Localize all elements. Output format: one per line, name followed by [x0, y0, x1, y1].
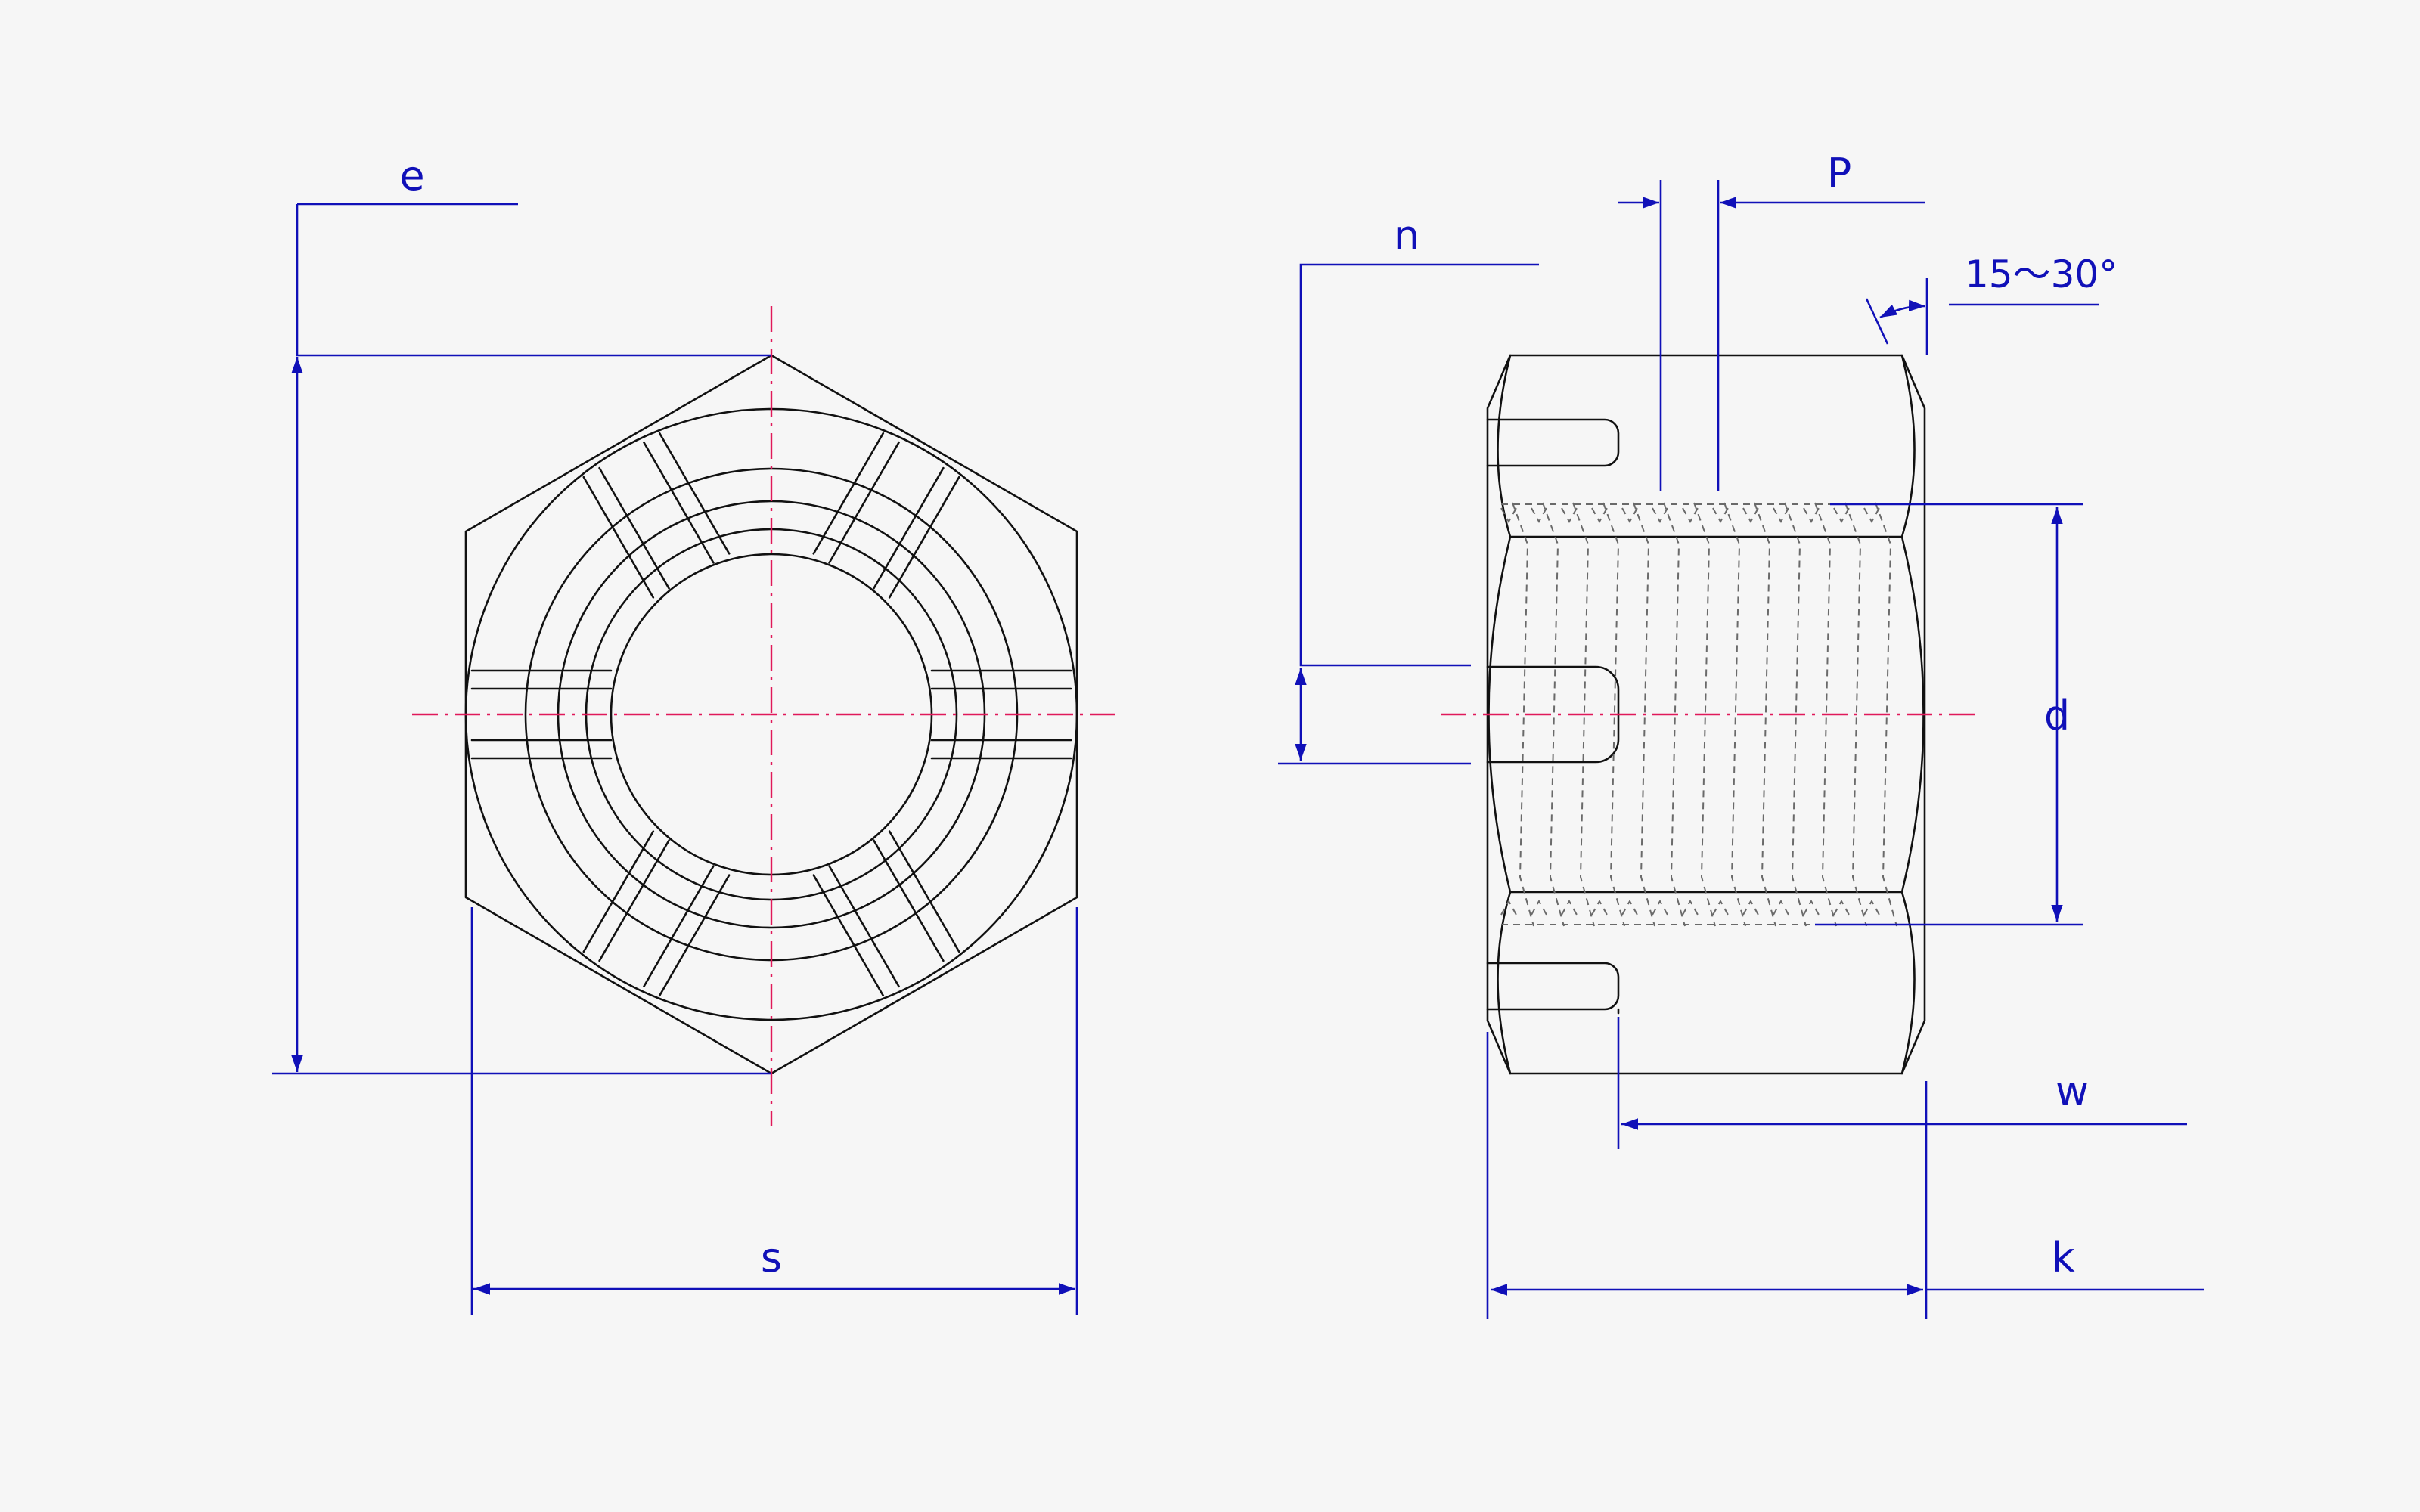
dimension-P: P [1618, 150, 1925, 491]
slot-edge-line [888, 476, 960, 599]
thread-line [1844, 502, 1867, 927]
thread-crest [1591, 507, 1608, 916]
thread-line [1814, 502, 1837, 927]
slot-edge-line [582, 476, 655, 599]
thread-line [1663, 502, 1686, 927]
slot-edge-line [888, 830, 960, 953]
side-chamfer-curve-right [1900, 354, 1916, 538]
slot-edge-line [812, 874, 885, 997]
slot-edge-line [643, 865, 715, 988]
side-view [1486, 354, 1926, 1075]
slot-edge-line [658, 874, 731, 997]
thread-crest [1561, 507, 1578, 916]
dimension-s: s [470, 907, 1078, 1315]
thread-line [1572, 502, 1595, 927]
slot-top [1486, 418, 1620, 467]
thread-line [1633, 502, 1655, 927]
dimension-angle: 15～30° [1865, 253, 2118, 355]
slot-edge-line [828, 441, 900, 564]
slot-edge-line [873, 466, 945, 590]
label-n: n [1394, 212, 1419, 259]
thread-crest [1833, 507, 1850, 916]
thread-crest [1621, 507, 1638, 916]
thread-crest [1773, 507, 1789, 916]
slot-edge-line [582, 830, 655, 953]
thread-line [1754, 502, 1776, 927]
label-angle: 15～30° [1965, 253, 2118, 296]
side-chamfer-curve-right-lower [1900, 891, 1916, 1075]
side-chamfer-curve-left-lower [1497, 891, 1512, 1075]
dimension-n: n [1278, 212, 1539, 765]
label-e: e [399, 152, 424, 200]
side-chamfer-curve-left [1497, 354, 1512, 538]
dimension-k: k [1486, 1032, 2204, 1319]
dimension-d: d [1815, 503, 2083, 926]
slot-edge-line [598, 839, 670, 962]
thread-crest [1742, 507, 1759, 916]
thread-line [1542, 502, 1565, 927]
thread-line [1693, 502, 1716, 927]
slot-edge-line [828, 865, 900, 988]
thread-line [1723, 502, 1746, 927]
label-d: d [2044, 692, 2070, 739]
thread-line [1875, 502, 1897, 927]
thread-crest [1682, 507, 1699, 916]
thread-line [1602, 502, 1625, 927]
label-P: P [1827, 150, 1852, 197]
slot-edge-line [643, 441, 715, 564]
hidden-thread-lines [1500, 502, 1906, 927]
slot-edge-line [812, 432, 885, 555]
label-w: w [2055, 1067, 2089, 1115]
thread-crest [1500, 507, 1517, 916]
dimension-w: w [1617, 1017, 2187, 1319]
thread-crest [1652, 507, 1668, 916]
label-s: s [761, 1234, 782, 1281]
slot-edge-line [598, 466, 670, 590]
slot-edge-line [658, 432, 731, 555]
dimension-e: e [272, 152, 771, 1075]
thread-line [1784, 502, 1807, 927]
thread-crest [1863, 507, 1880, 916]
slot-group [470, 432, 1072, 997]
slot-edge-line [873, 839, 945, 962]
thread-crest [1803, 507, 1820, 916]
thread-crest [1712, 507, 1729, 916]
label-k: k [2051, 1234, 2075, 1281]
slot-bottom [1486, 962, 1620, 1011]
thread-crest [1531, 507, 1547, 916]
thread-line [1512, 502, 1534, 927]
